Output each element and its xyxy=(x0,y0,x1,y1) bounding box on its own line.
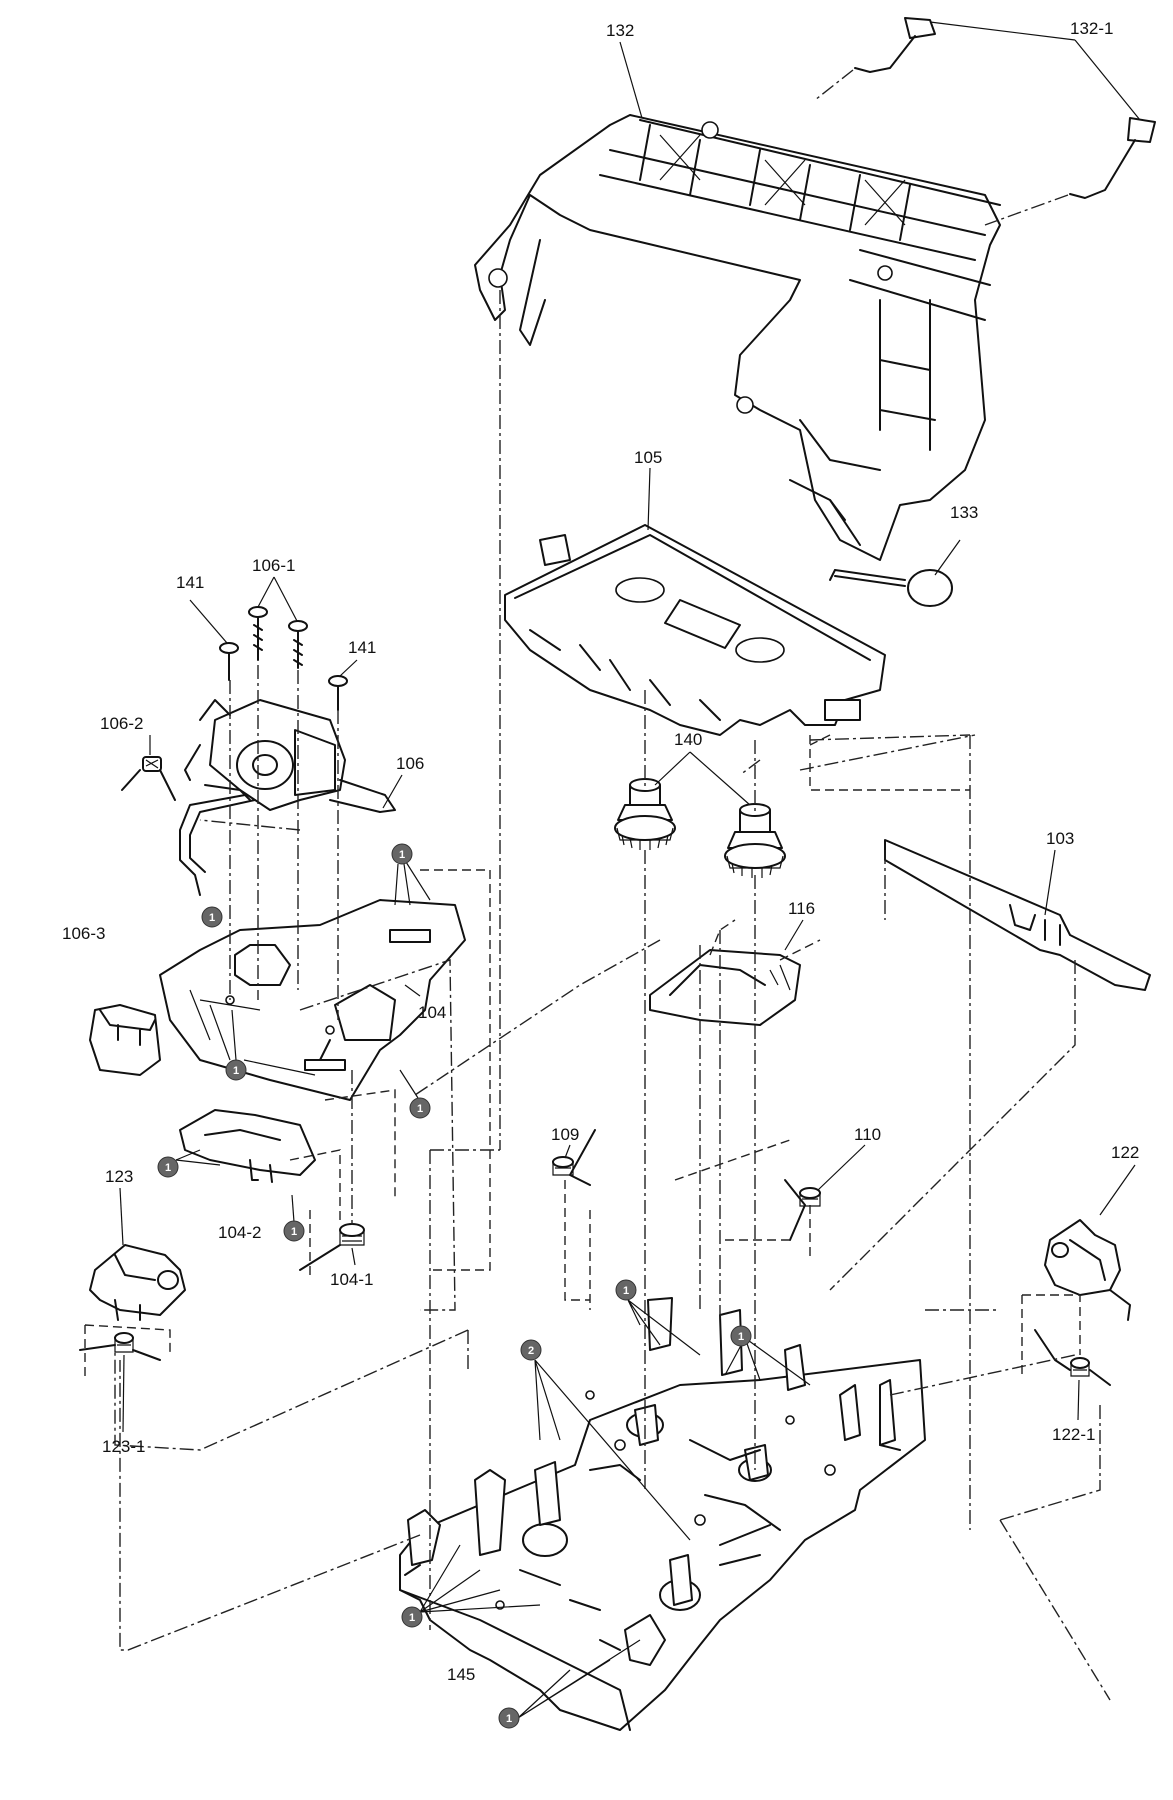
callout-116: 116 xyxy=(788,899,815,918)
screw-marker-1: 1 xyxy=(209,912,215,924)
callout-140: 140 xyxy=(674,730,702,749)
callout-103: 103 xyxy=(1046,829,1074,848)
part-140-reel-right xyxy=(724,803,786,878)
screw-marker-1: 1 xyxy=(623,1285,629,1297)
callout-106-2: 106-2 xyxy=(100,714,143,733)
part-141-screws xyxy=(219,642,348,711)
part-103-lever xyxy=(884,839,1151,991)
callout-106-1: 106-1 xyxy=(252,556,295,575)
callout-133: 133 xyxy=(950,503,978,522)
assembly-guide-lines xyxy=(84,290,1111,1701)
callout-106: 106 xyxy=(396,754,424,773)
part-109-spring xyxy=(552,1129,596,1186)
part-140-reel-left xyxy=(614,778,676,850)
callout-132: 132 xyxy=(606,21,634,40)
screw-marker-1: 1 xyxy=(291,1226,297,1238)
part-133-pin xyxy=(829,539,961,607)
callout-104: 104 xyxy=(418,1003,446,1022)
part-123-1-spring xyxy=(79,1332,161,1361)
part-122-1-spring xyxy=(1034,1329,1111,1386)
part-116-bracket xyxy=(649,949,801,1026)
callout-122: 122 xyxy=(1111,1143,1139,1162)
screw-marker-1: 1 xyxy=(165,1162,171,1174)
part-122-bracket xyxy=(1044,1219,1131,1321)
part-106-motor-assembly xyxy=(184,699,396,813)
part-132-cassette-holder xyxy=(474,114,1001,561)
part-105-cassette-plate xyxy=(504,524,886,736)
callout-104-1: 104-1 xyxy=(330,1270,373,1289)
screw-marker-1: 1 xyxy=(233,1065,239,1077)
callout-122-1: 122-1 xyxy=(1052,1425,1095,1444)
screw-marker-1: 1 xyxy=(409,1612,415,1624)
screw-marker-2: 2 xyxy=(528,1345,534,1357)
part-132-1-springs xyxy=(814,17,1156,226)
callout-123-1: 123-1 xyxy=(102,1437,145,1456)
callout-106-3: 106-3 xyxy=(62,924,105,943)
screw-markers: 1 1 1 1 1 1 1 1 2 1 1 xyxy=(157,843,811,1729)
callout-123: 123 xyxy=(105,1167,133,1186)
callout-leaders xyxy=(119,41,1136,1433)
screw-marker-1: 1 xyxy=(738,1331,744,1343)
callout-141-left: 141 xyxy=(176,573,204,592)
callout-104-2: 104-2 xyxy=(218,1223,261,1242)
callout-132-1: 132-1 xyxy=(1070,19,1113,38)
part-123-bracket xyxy=(89,1244,186,1321)
screw-marker-1: 1 xyxy=(399,849,405,861)
callout-labels: 132 132-1 105 133 141 106-1 141 106-2 10… xyxy=(62,19,1139,1684)
part-104-2-sub-board xyxy=(179,1109,316,1183)
callout-110: 110 xyxy=(854,1125,881,1144)
screw-marker-1: 1 xyxy=(417,1103,423,1115)
callout-109: 109 xyxy=(551,1125,579,1144)
part-106-2-spring xyxy=(121,756,176,801)
part-106-1-screws xyxy=(248,606,308,669)
part-110-spring xyxy=(784,1179,821,1241)
callout-145: 145 xyxy=(447,1665,475,1684)
part-106-3-connector xyxy=(89,794,256,1076)
part-104-circuit-board xyxy=(159,899,466,1101)
callout-105: 105 xyxy=(634,448,662,467)
callout-141-right: 141 xyxy=(348,638,376,657)
part-145-main-chassis xyxy=(399,1297,926,1731)
screw-marker-1: 1 xyxy=(506,1713,512,1725)
